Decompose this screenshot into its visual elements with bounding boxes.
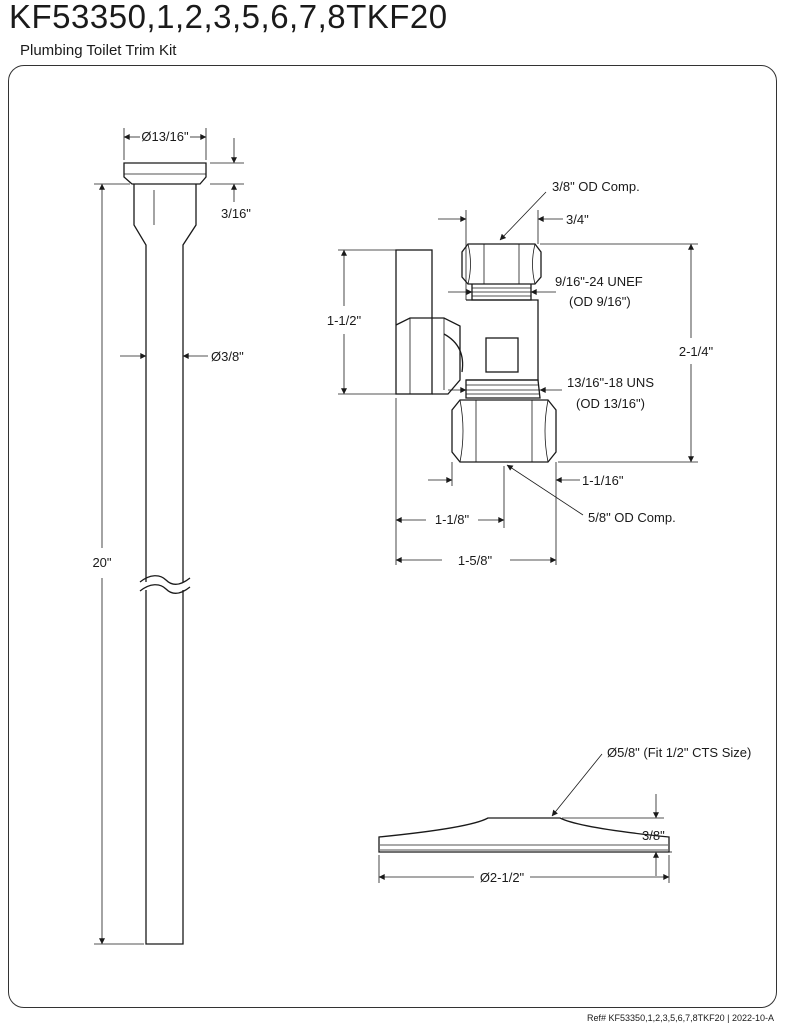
- inlet-nut: [451, 399, 557, 463]
- label-outlet-offset: 3/4": [566, 212, 589, 227]
- tube-break-line: [139, 575, 191, 594]
- label-overall-width: 1-5/8": [458, 553, 493, 568]
- valve-body: [466, 299, 539, 381]
- label-inlet-offset: 1-1/16": [582, 473, 624, 488]
- tube-lower-body: [145, 590, 184, 945]
- label-escutcheon-diameter: Ø2-1/2": [480, 870, 525, 885]
- supply-tube: Ø13/16" 3/16" Ø3/8" 20": [92, 128, 251, 945]
- label-handle-offset: 1-1/8": [435, 512, 470, 527]
- valve-port: [485, 337, 519, 373]
- angle-stop-valve: 3/8" OD Comp. 3/4" 9/16"-24 UNEF (OD 9/1…: [327, 179, 714, 568]
- label-outlet-comp: 3/8" OD Comp.: [552, 179, 640, 194]
- label-flange-diameter: Ø13/16": [141, 129, 189, 144]
- escutcheon-profile: [378, 817, 670, 853]
- label-escutcheon-height: 3/8": [642, 828, 665, 843]
- reference-number: Ref# KF53350,1,2,3,5,6,7,8TKF20 | 2022-1…: [587, 1013, 774, 1023]
- outlet-nut: [461, 243, 542, 285]
- drawing-frame: [8, 65, 777, 1008]
- label-inlet-thread: 13/16"-18 UNS: [567, 375, 654, 390]
- label-outlet-thread: 9/16"-24 UNEF: [555, 274, 643, 289]
- label-outlet-thread-od: (OD 9/16"): [569, 294, 631, 309]
- tube-upper-body: [133, 184, 197, 582]
- handle-curve: [443, 333, 464, 373]
- page-subtitle: Plumbing Toilet Trim Kit: [20, 42, 177, 59]
- label-tube-length: 20": [92, 555, 111, 570]
- handle-stem: [395, 317, 461, 395]
- label-overall-height: 2-1/4": [679, 344, 714, 359]
- escutcheon: Ø5/8" (Fit 1/2" CTS Size) 3/8" Ø2-1/2": [378, 745, 751, 885]
- inlet-threads: [465, 379, 541, 399]
- label-inlet-comp: 5/8" OD Comp.: [588, 510, 676, 525]
- label-tube-diameter: Ø3/8": [211, 349, 244, 364]
- label-escutcheon-bore: Ø5/8" (Fit 1/2" CTS Size): [607, 745, 751, 760]
- label-flange-height: 3/16": [221, 206, 251, 221]
- page-title: KF53350,1,2,3,5,6,7,8TKF20: [9, 0, 448, 35]
- label-inlet-thread-od: (OD 13/16"): [576, 396, 645, 411]
- tube-flange: [123, 162, 207, 185]
- label-handle-height: 1-1/2": [327, 313, 362, 328]
